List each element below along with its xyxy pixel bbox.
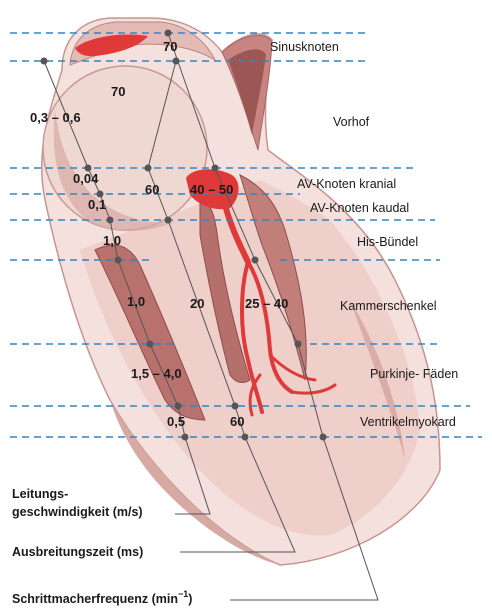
velocity-vorhof: 0,3 – 0,6 [30,110,81,125]
av-node [186,169,239,210]
label-av-kranial: AV-Knoten kranial [297,177,396,191]
level-lines [10,32,482,438]
label-kammerschenkel: Kammerschenkel [340,299,437,313]
label-av-kaudal: AV-Knoten kaudal [310,201,409,215]
velocity-kammerschenkel: 1,0 [127,294,145,309]
sinus-node [75,34,148,57]
rate-kammer: 25 – 40 [245,296,288,311]
time-ventrikel: 60 [230,414,244,429]
rate-sinus: 70 [163,39,177,54]
label-ventrikel: Ventrikelmyokard [360,415,456,429]
time-vorhof: 70 [111,84,125,99]
leader-dots [40,29,327,441]
velocity-av-kaudal: 0,1 [88,197,106,212]
time-kammer: 20 [190,296,204,311]
legend-rate: Schrittmacherfrequenz (min−1) [12,589,192,606]
velocity-his: 1,0 [103,233,121,248]
velocity-av-kranial: 0,04 [73,171,99,186]
region-labels: Sinusknoten Vorhof AV-Knoten kranial AV-… [270,40,458,429]
label-vorhof: Vorhof [333,115,370,129]
time-av: 60 [145,182,159,197]
value-labels: 0,3 – 0,6 0,04 0,1 1,0 1,0 1,5 – 4,0 0,5… [30,39,288,429]
conduction-system [75,34,337,417]
legend: Leitungs- geschwindigkeit (m/s) Ausbreit… [12,487,192,606]
velocity-leader [43,60,211,515]
legend-velocity-line1: Leitungs- [12,487,68,501]
legend-time: Ausbreitungszeit (ms) [12,545,143,559]
label-purkinje: Purkinje- Fäden [370,367,458,381]
label-sinusknoten: Sinusknoten [270,40,339,54]
legend-velocity-line2: geschwindigkeit (m/s) [12,505,143,519]
velocity-ventrikel: 0,5 [167,414,185,429]
rate-av: 40 – 50 [190,182,233,197]
label-his: His-Bündel [357,235,418,249]
velocity-purkinje: 1,5 – 4,0 [131,366,182,381]
